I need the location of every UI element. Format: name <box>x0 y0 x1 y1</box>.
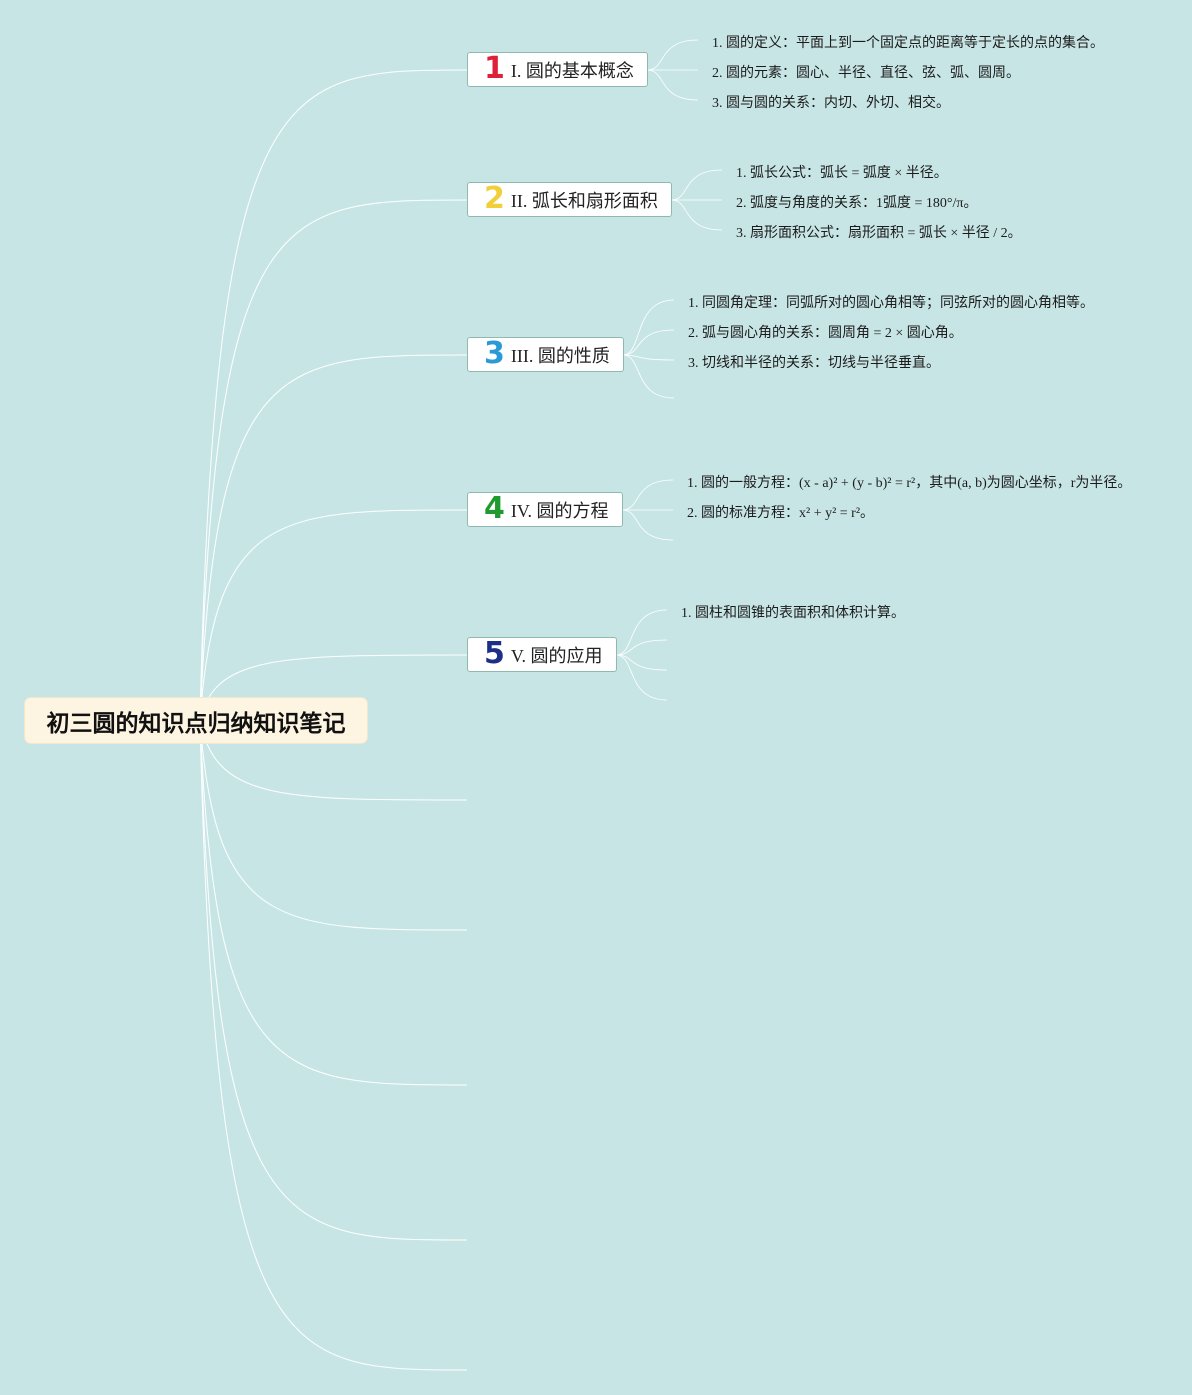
connector-line <box>199 654 468 721</box>
connector-line <box>199 69 468 721</box>
number-badge-icon: 3 <box>484 335 505 371</box>
branch-topic-5[interactable]: 5 V. 圆的应用 <box>467 637 617 672</box>
branch-topic-3[interactable]: 3 III. 圆的性质 <box>467 337 624 372</box>
branch-topic-1[interactable]: 1 I. 圆的基本概念 <box>467 52 648 87</box>
connector-line <box>199 719 468 931</box>
branch-topic-4[interactable]: 4 IV. 圆的方程 <box>467 492 623 527</box>
connector-line <box>622 329 675 356</box>
leaf-item[interactable]: 1. 圆柱和圆锥的表面积和体积计算。 <box>681 606 905 621</box>
connector-line <box>615 609 668 656</box>
leaf-item[interactable]: 1. 圆的一般方程：(x - a)² + (y - b)² = r²，其中(a,… <box>687 476 1132 491</box>
leaf-item[interactable]: 2. 弧度与角度的关系：1弧度 = 180°/π。 <box>736 196 978 211</box>
connector-line <box>199 509 468 721</box>
number-badge-icon: 1 <box>484 50 505 86</box>
connector-line <box>670 169 723 201</box>
branch-label: I. 圆的基本概念 <box>510 60 634 81</box>
connector-line <box>199 354 468 721</box>
leaf-item[interactable]: 2. 圆的标准方程：x² + y² = r²。 <box>687 506 875 521</box>
branch-label: IV. 圆的方程 <box>510 500 609 521</box>
connector-line <box>199 719 468 1086</box>
leaf-item[interactable]: 1. 同圆角定理：同弧所对的圆心角相等；同弦所对的圆心角相等。 <box>688 296 1094 311</box>
connector-line <box>646 39 699 71</box>
connector-line <box>199 719 468 801</box>
branch-topic-2[interactable]: 2 II. 弧长和扇形面积 <box>467 182 672 217</box>
connector-line <box>199 199 468 721</box>
connector-line <box>199 719 468 1241</box>
connector-line <box>622 299 675 356</box>
root-topic[interactable]: 初三圆的知识点归纳知识笔记 <box>25 698 367 743</box>
leaf-item[interactable]: 3. 切线和半径的关系：切线与半径垂直。 <box>688 356 940 371</box>
connector-line <box>615 654 668 671</box>
root-title: 初三圆的知识点归纳知识笔记 <box>46 710 346 737</box>
leaf-item[interactable]: 2. 圆的元素：圆心、半径、直径、弦、弧、圆周。 <box>712 66 1020 81</box>
connector-line <box>615 639 668 656</box>
number-badge-icon: 4 <box>484 490 505 526</box>
connector-line <box>670 199 723 231</box>
branch-label: III. 圆的性质 <box>510 345 610 366</box>
number-badge-icon: 2 <box>484 180 505 216</box>
connector-line <box>199 719 468 1371</box>
connector-line <box>621 509 674 541</box>
leaf-item[interactable]: 1. 圆的定义：平面上到一个固定点的距离等于定长的点的集合。 <box>712 36 1104 51</box>
connector-line <box>622 354 675 399</box>
leaf-item[interactable]: 2. 弧与圆心角的关系：圆周角 = 2 × 圆心角。 <box>688 326 963 341</box>
leaf-item[interactable]: 3. 扇形面积公式：扇形面积 = 弧长 × 半径 / 2。 <box>736 226 1022 241</box>
connector-line <box>621 479 674 511</box>
connector-line <box>622 354 675 361</box>
leaf-item[interactable]: 1. 弧长公式：弧长 = 弧度 × 半径。 <box>736 166 948 181</box>
connector-line <box>615 654 668 701</box>
branch-label: V. 圆的应用 <box>510 645 603 666</box>
connector-line <box>646 69 699 101</box>
leaf-item[interactable]: 3. 圆与圆的关系：内切、外切、相交。 <box>712 96 950 111</box>
number-badge-icon: 5 <box>484 635 505 671</box>
branch-label: II. 弧长和扇形面积 <box>510 190 658 211</box>
